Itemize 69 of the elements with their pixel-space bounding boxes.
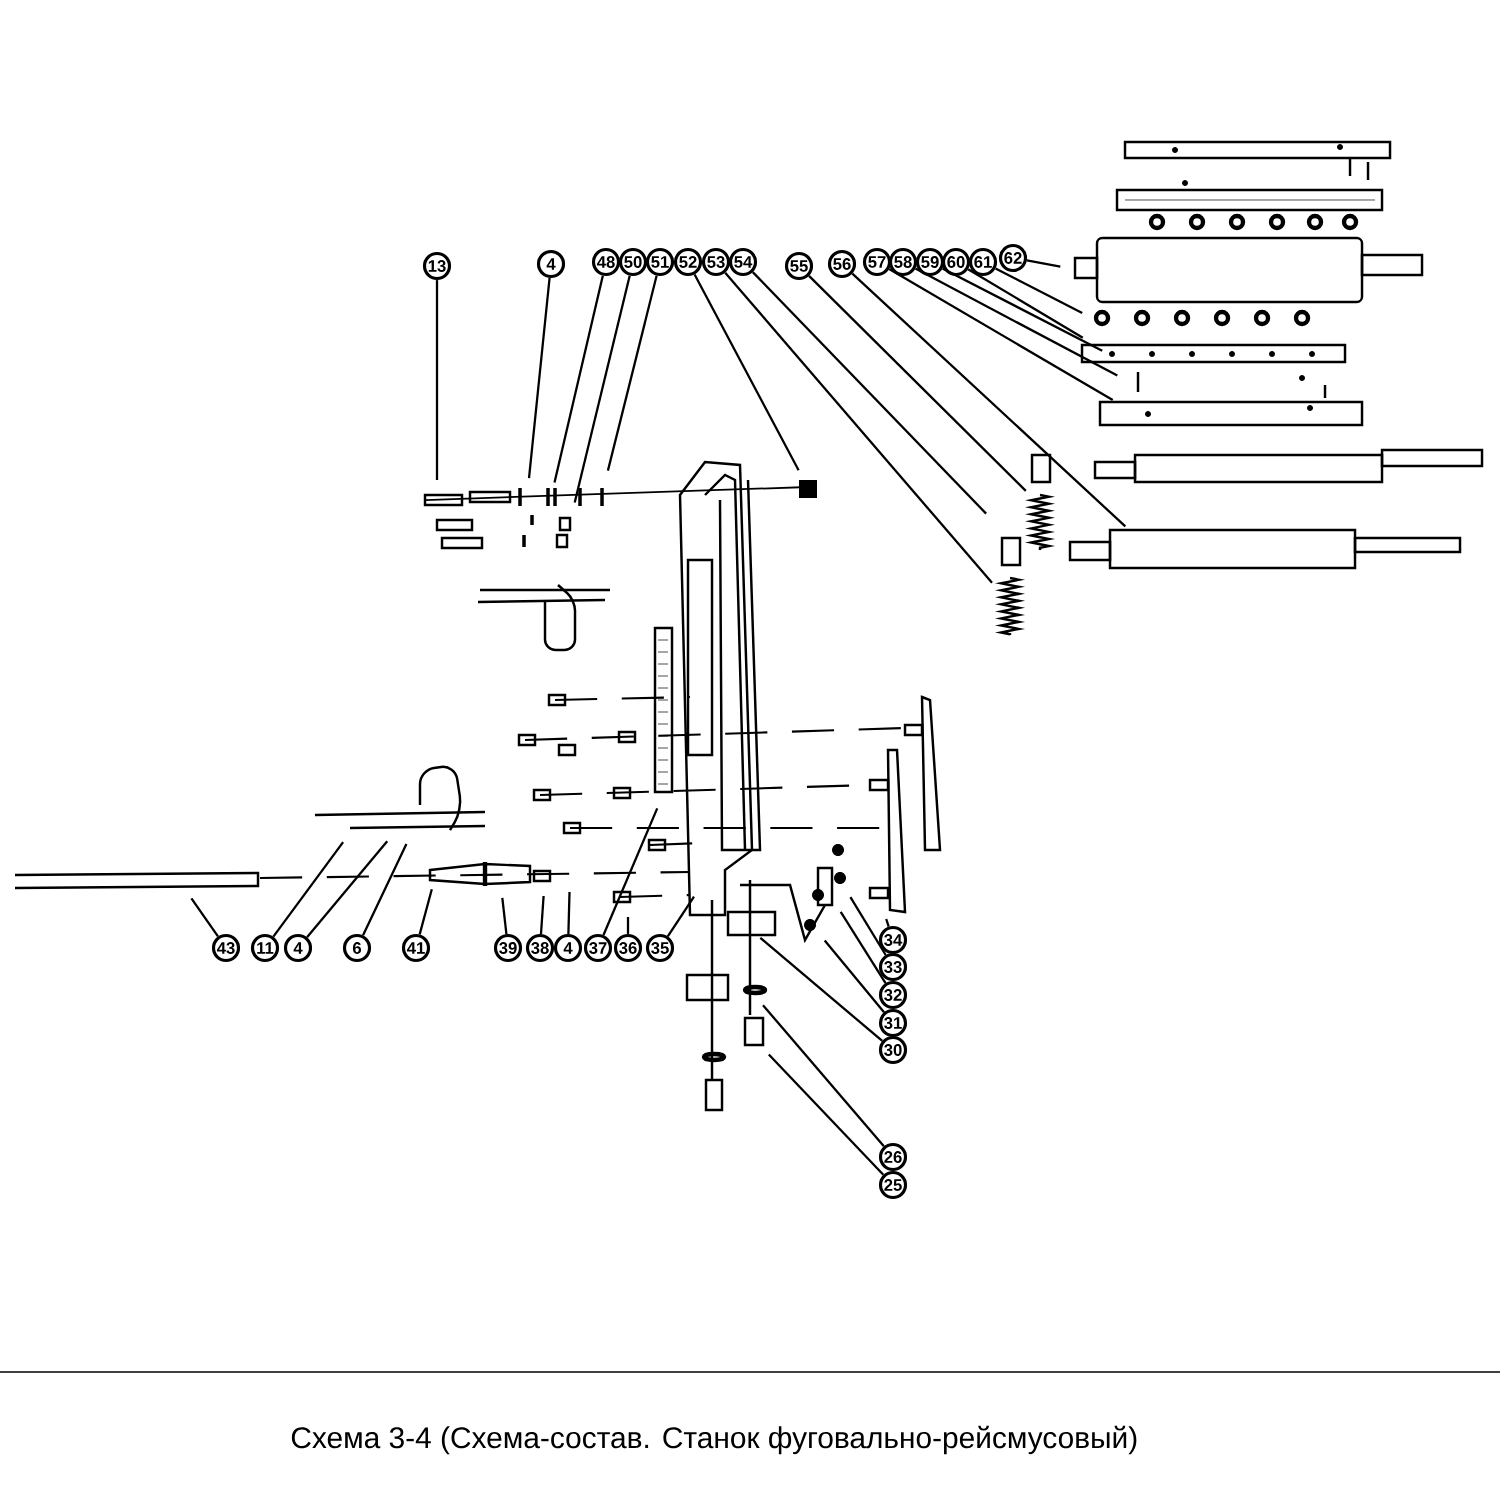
leader-line (839, 911, 887, 984)
leader-line (851, 272, 1127, 528)
callout-number: 4 (283, 933, 313, 963)
callout-number: 55 (784, 251, 814, 281)
callout-number: 32 (878, 980, 908, 1010)
callout-number: 33 (878, 952, 908, 982)
leader-line (888, 268, 1114, 401)
leader-line (666, 896, 695, 937)
callout-number: 52 (673, 247, 703, 277)
leader-line (751, 271, 987, 515)
leader-line (724, 271, 993, 584)
leader-line (362, 843, 408, 936)
callout-number: 6 (342, 933, 372, 963)
callout-number: 4 (553, 933, 583, 963)
callout-number: 58 (888, 247, 918, 277)
callout-number: 37 (583, 933, 613, 963)
callout-number: 61 (968, 247, 998, 277)
leader-line (693, 273, 800, 471)
leader-line (553, 275, 604, 483)
callout-number: 51 (645, 247, 675, 277)
callout-number: 38 (525, 933, 555, 963)
leader-line (942, 267, 1103, 352)
callout-number: 53 (701, 247, 731, 277)
leader-line (885, 918, 890, 927)
callout-number: 50 (618, 247, 648, 277)
callout-number: 59 (915, 247, 945, 277)
callout-number: 56 (827, 249, 857, 279)
callout-number: 34 (878, 925, 908, 955)
leader-line (272, 841, 345, 938)
leader-line (435, 280, 439, 480)
leader-line (306, 840, 389, 938)
leader-line (418, 889, 433, 935)
leader-line (995, 267, 1083, 314)
leader-line (914, 267, 1118, 377)
caption: Схема 3-4 (Схема-состав. Станок фуговально-рейсмусовый) (291, 1425, 1137, 1455)
callout-number: 54 (728, 247, 758, 277)
callout-number: 4 (536, 249, 566, 279)
callout-number: 60 (941, 247, 971, 277)
callout-number: 36 (613, 933, 643, 963)
leader-line (759, 937, 883, 1042)
leader-line (190, 897, 219, 938)
callout-number: 26 (878, 1142, 908, 1172)
callout-number: 35 (645, 933, 675, 963)
callout-number: 57 (862, 247, 892, 277)
leader-line (823, 939, 885, 1013)
leader-line (626, 917, 630, 934)
leader-line (808, 275, 1027, 492)
leader-line (539, 895, 545, 935)
callout-number: 48 (591, 247, 621, 277)
leader-line (849, 896, 887, 956)
callout-number: 41 (401, 933, 431, 963)
callout-number: 13 (422, 251, 452, 281)
callout-number: 25 (878, 1170, 908, 1200)
callout-number: 31 (878, 1008, 908, 1038)
leader-line (501, 897, 508, 935)
leader-line (602, 807, 659, 936)
callout-number: 39 (493, 933, 523, 963)
leader-line (768, 1053, 885, 1176)
callout-number: 43 (211, 933, 241, 963)
leader-line (762, 1004, 885, 1148)
leader-line (567, 891, 571, 934)
callout-number: 30 (878, 1035, 908, 1065)
leader-line (606, 275, 658, 471)
leader-line (967, 268, 1084, 339)
leader-line (573, 275, 631, 503)
callout-number: 11 (250, 933, 280, 963)
callout-number: 62 (998, 243, 1028, 273)
leader-line (1026, 259, 1061, 268)
leader-line (527, 277, 551, 479)
